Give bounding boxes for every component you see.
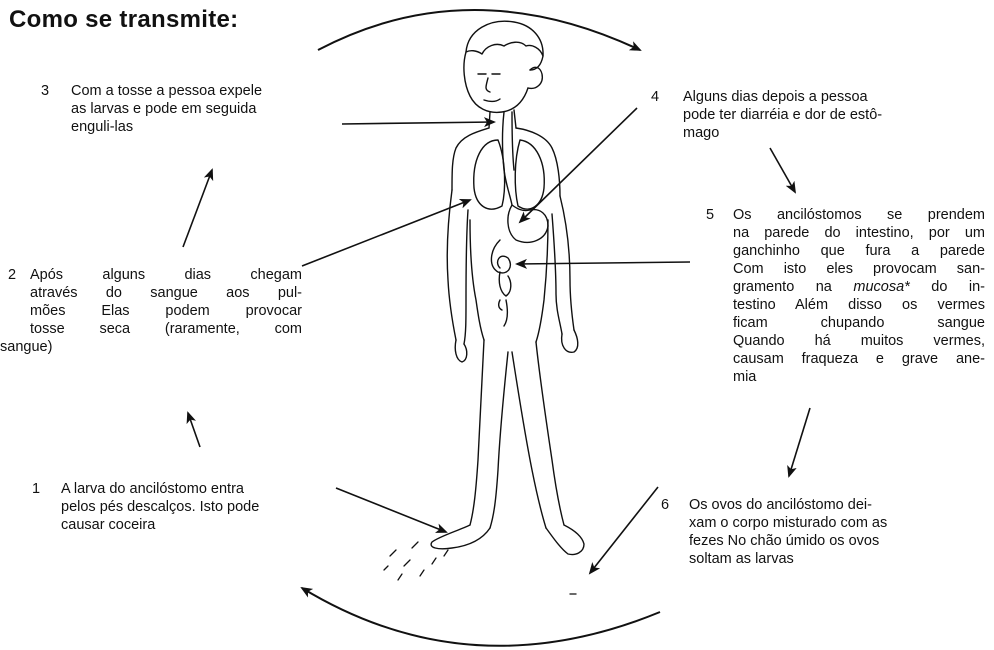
step-3: 3 Com a tosse a pessoa expele as larvas … (41, 82, 363, 136)
step-1: 1 A larva do ancilóstomo entra pelos pés… (32, 480, 331, 534)
step-6: 6 Os ovos do ancilóstomo dei- xam o corp… (661, 496, 959, 568)
pointer-step-5-intestine (517, 262, 690, 264)
step-text: Após alguns dias chegam através do sangu… (30, 266, 302, 338)
step-number: 2 (8, 266, 16, 284)
step-number: 1 (32, 480, 40, 498)
step-number: 4 (651, 88, 659, 106)
step-text: Os ovos do ancilóstomo dei- xam o corpo … (689, 496, 959, 568)
mucosa-term: mucosa* (853, 279, 909, 295)
step-5: 5 Os ancilóstomos se prendem na parede d… (706, 206, 985, 386)
step-text: Alguns dias depois a pessoa pode ter dia… (683, 88, 953, 142)
arrow-2-to-3 (183, 170, 212, 247)
step-number: 3 (41, 82, 49, 100)
boy-figure (431, 21, 584, 554)
step-number: 6 (661, 496, 669, 514)
cycle-arc-bottom (302, 588, 660, 646)
step-text: A larva do ancilóstomo entra pelos pés d… (61, 480, 331, 534)
step-text: Com a tosse a pessoa expele as larvas e … (71, 82, 363, 136)
cycle-arc-top (318, 10, 640, 50)
pointer-step-2-lungs (302, 200, 470, 266)
pointer-step-1-foot (336, 488, 446, 532)
step-text: Os ancilóstomos se prendem na parede do … (733, 206, 985, 386)
page-title: Como se transmite: (9, 6, 238, 34)
pointer-step-6-feces (590, 487, 658, 573)
pointer-step-3-throat (342, 122, 494, 124)
step-4: 4 Alguns dias depois a pessoa pode ter d… (651, 88, 953, 142)
step-number: 5 (706, 206, 714, 224)
arrow-1-to-2 (188, 413, 200, 447)
ground-larvae (384, 542, 576, 594)
arrow-4-to-5 (770, 148, 795, 192)
step-2: 2 Após alguns dias chegam através do san… (8, 266, 302, 356)
pointer-arrows (302, 108, 690, 573)
arrow-5-to-6 (789, 408, 810, 476)
